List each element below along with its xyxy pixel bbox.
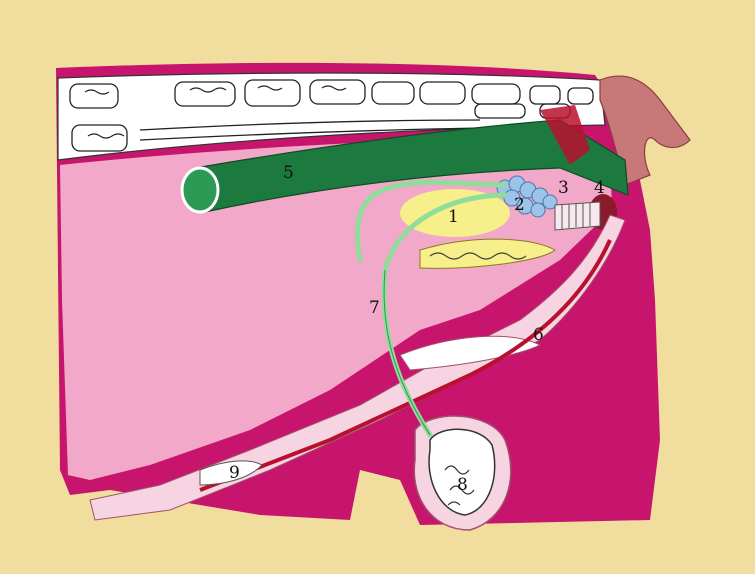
label-8: 8 (457, 475, 468, 495)
label-3: 3 (558, 178, 569, 198)
label-6: 6 (533, 325, 544, 345)
label-7: 7 (369, 298, 380, 318)
rectum-opening (182, 168, 218, 212)
label-2: 2 (514, 195, 525, 215)
label-1: 1 (448, 207, 459, 227)
pelvic-urethra-segment (555, 202, 600, 230)
label-5: 5 (283, 163, 294, 183)
label-4: 4 (594, 178, 605, 198)
label-9: 9 (229, 463, 240, 483)
